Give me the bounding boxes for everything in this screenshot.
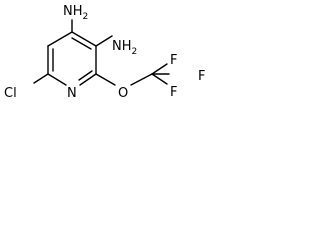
atom-f3: F <box>198 69 205 84</box>
bond-n1-c2-inner <box>78 70 93 81</box>
bond-c3-nh2 <box>95 35 113 47</box>
structure-canvas: NH2 NH2 Cl N O F F F <box>0 0 230 138</box>
bond-c3-c4 <box>71 31 97 47</box>
atom-cl: Cl <box>4 86 17 101</box>
bond-c3-c4-inner <box>71 37 92 50</box>
atom-f2: F <box>170 85 177 100</box>
atom-nh2-right: NH2 <box>112 39 137 57</box>
bond-c6-cl <box>33 73 49 84</box>
bond-c4-c5 <box>47 31 73 47</box>
bond-o-cf3 <box>130 73 153 86</box>
bond-c6-n1 <box>47 73 67 86</box>
molecule-diagram: NH2 NH2 Cl N O F F F <box>4 4 205 101</box>
atom-f1: F <box>170 53 177 68</box>
bond-c-f2 <box>151 73 168 85</box>
atom-n-ring: N <box>67 86 77 101</box>
atom-o: O <box>118 86 128 101</box>
bond-n1-c2 <box>79 73 97 86</box>
bond-c-f1 <box>151 63 168 75</box>
atom-nh2-top: NH2 <box>63 4 88 22</box>
bond-c2-o <box>95 73 116 86</box>
